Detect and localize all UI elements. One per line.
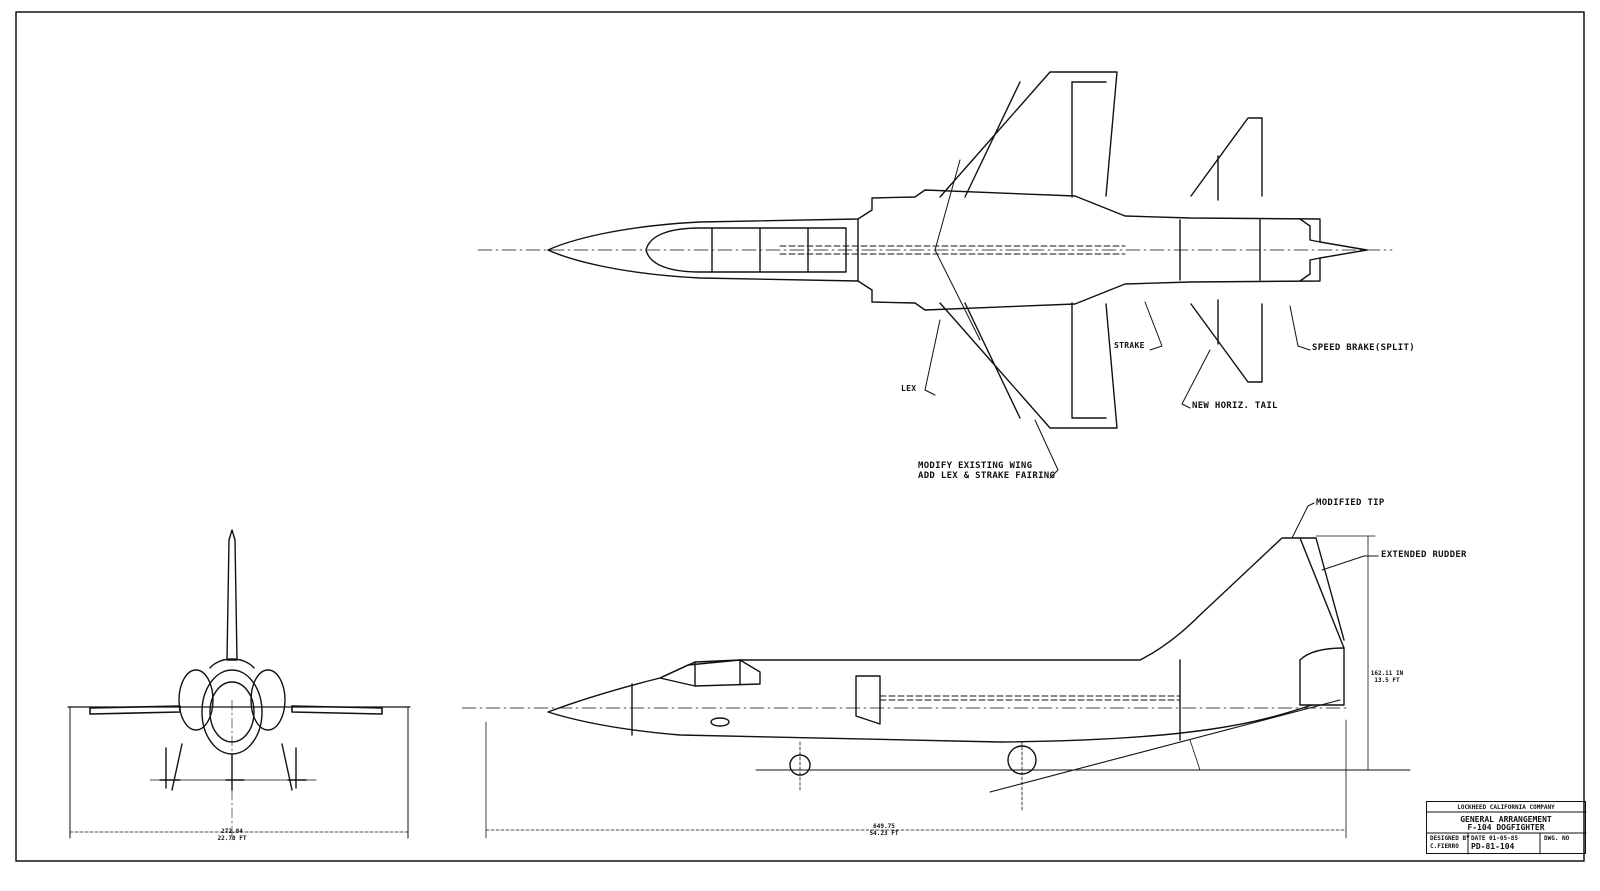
- top-wing-lower: [939, 302, 1118, 429]
- title-block-lines: [1426, 811, 1587, 855]
- top-lex: [934, 159, 981, 341]
- label-modify-wing-1: MODIFY EXISTING WING: [918, 461, 1033, 471]
- dim-length-ft: 54.23 FT: [869, 830, 899, 837]
- title-dwg-no: PD-81-104: [1471, 842, 1515, 851]
- label-new-horiz-tail: NEW HORIZ. TAIL: [1192, 401, 1278, 411]
- dim-span-ft: 22.70 FT: [217, 835, 247, 842]
- dim-height-ft: 13.5 FT: [1374, 677, 1400, 684]
- label-modified-tip: MODIFIED TIP: [1316, 498, 1385, 508]
- title-dwg-label: DWG. NO: [1544, 835, 1570, 842]
- label-strake: STRAKE: [1114, 341, 1145, 350]
- top-fuselage: [547, 189, 1368, 311]
- title-line2: F-104 DOGFIGHTER: [1467, 823, 1545, 832]
- label-extended-rudder: EXTENDED RUDDER: [1381, 550, 1467, 560]
- title-date: DATE 01-05-85: [1471, 835, 1518, 842]
- front-intake-left: [178, 669, 214, 731]
- dim-span-in: 272.84: [221, 828, 243, 835]
- title-line1: GENERAL ARRANGEMENT: [1460, 815, 1552, 824]
- sheet-border: [15, 11, 1585, 862]
- front-view: [67, 529, 411, 841]
- side-rudder: [1299, 537, 1345, 641]
- side-view: [461, 502, 1411, 839]
- dim-height-in: 162.11 IN: [1370, 670, 1404, 677]
- top-htail-upper: [1190, 117, 1263, 197]
- label-speed-brake: SPEED BRAKE(SPLIT): [1312, 343, 1415, 353]
- side-fuselage: [547, 537, 1345, 743]
- top-canopy: [645, 227, 713, 273]
- side-canopy: [659, 659, 761, 687]
- label-modify-wing-2: ADD LEX & STRAKE FAIRING: [918, 471, 1056, 481]
- top-htail-lower: [1190, 303, 1263, 383]
- label-lex: LEX: [901, 384, 917, 393]
- dim-length-in: 649.75: [873, 823, 895, 830]
- title-designed-by: C.FIERRO: [1430, 843, 1459, 850]
- top-view: [477, 71, 1393, 479]
- front-gear: [159, 743, 307, 791]
- top-speed-brake: [1299, 218, 1321, 282]
- top-wing-upper: [939, 71, 1118, 198]
- front-fin: [226, 529, 238, 661]
- title-company: LOCKHEED CALIFORNIA COMPANY: [1457, 804, 1555, 811]
- title-block: LOCKHEED CALIFORNIA COMPANY GENERAL ARRA…: [1426, 801, 1586, 854]
- title-designed-label: DESIGNED BY: [1430, 835, 1470, 842]
- front-intake-right: [250, 669, 286, 731]
